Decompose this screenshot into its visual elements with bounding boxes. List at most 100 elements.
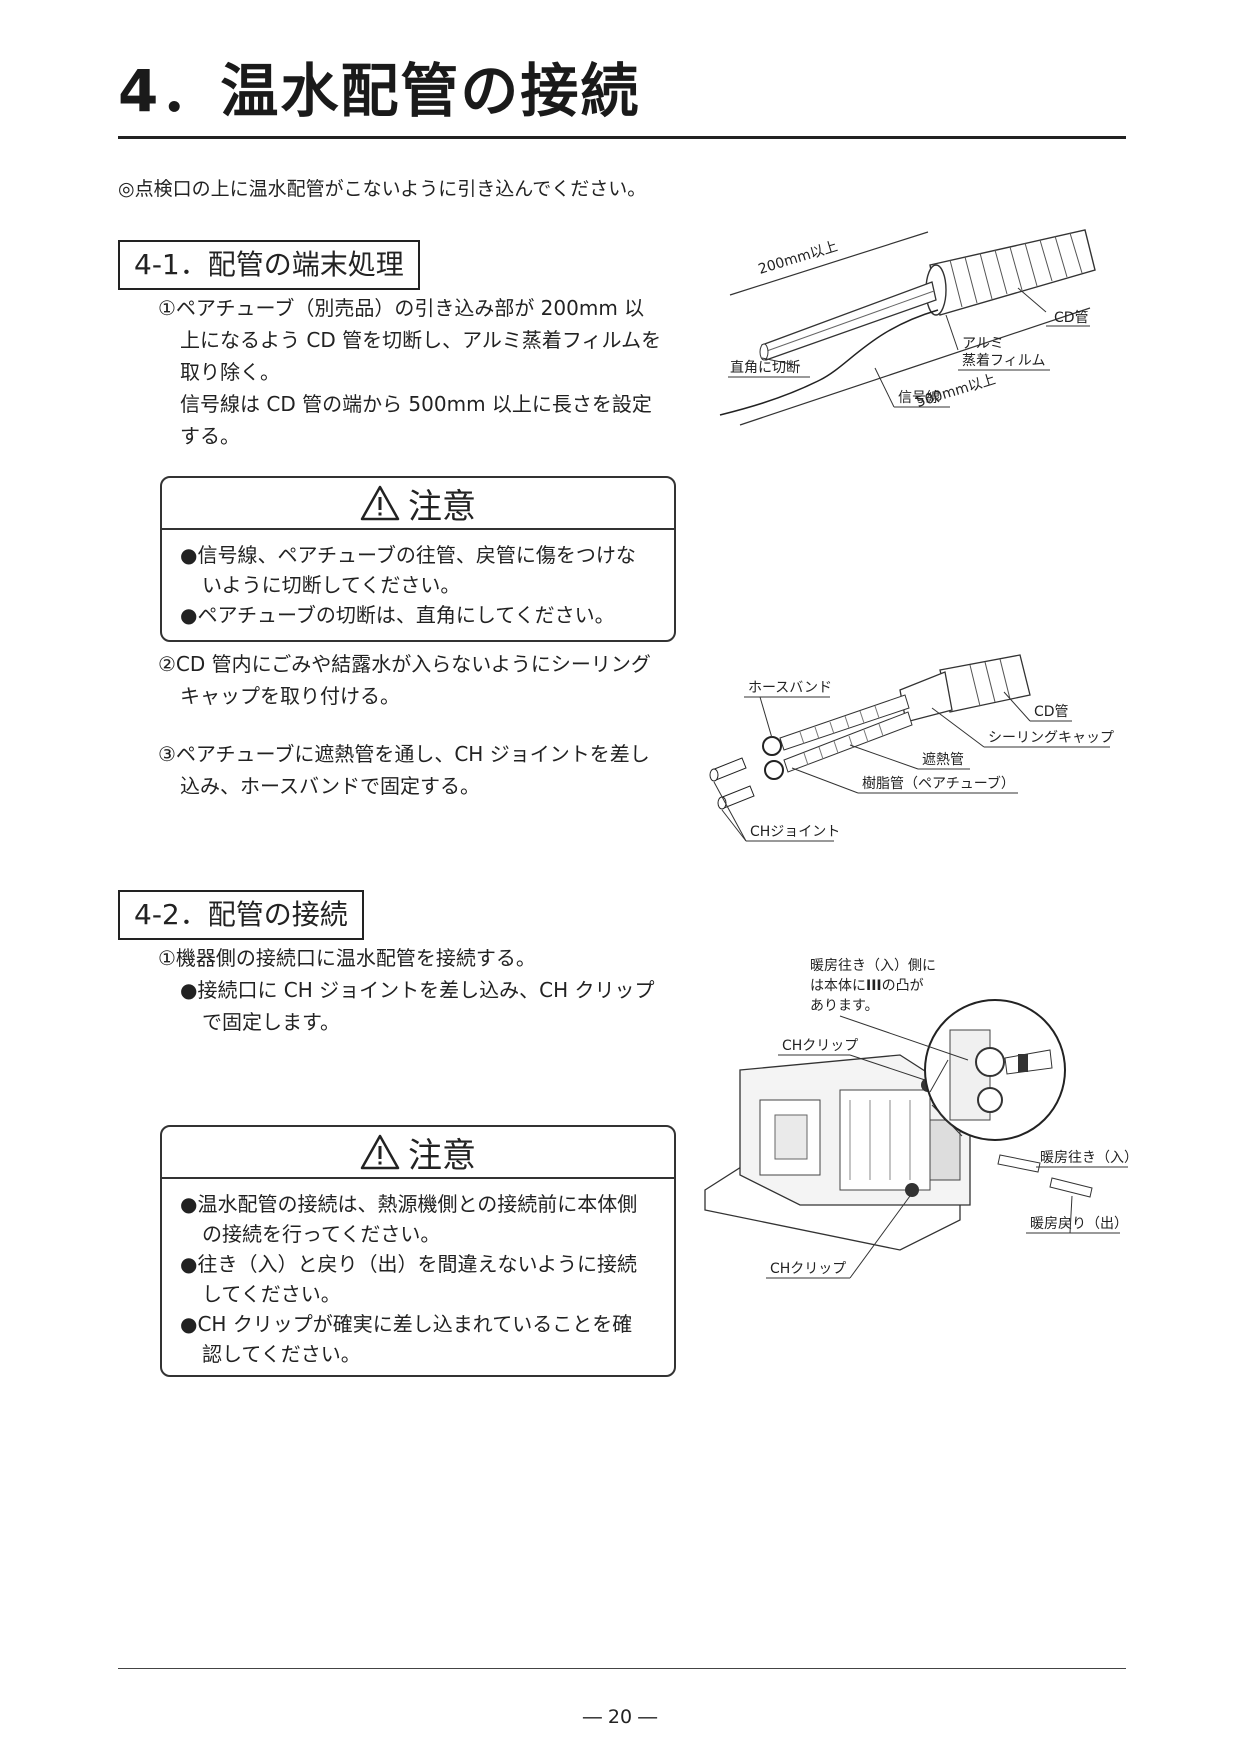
ch-joint-icon bbox=[709, 757, 747, 782]
heating-in-pipe bbox=[997, 1154, 1041, 1173]
step-3-text: ③ペアチューブに遮熱管を通し、CH ジョイントを差し 込み、ホースバンドで固定す… bbox=[158, 738, 688, 802]
ch-clip-icon bbox=[905, 1183, 919, 1197]
step-1-line: する。 bbox=[180, 424, 240, 448]
caution-body: ●信号線、ペアチューブの往管、戻管に傷をつけな いように切断してください。 ●ペ… bbox=[162, 530, 674, 638]
caution-body: ●温水配管の接続は、熱源機側との接続前に本体側 の接続を行ってください。 ●往き… bbox=[162, 1179, 674, 1377]
sealing-cap-label: シーリングキャップ bbox=[988, 730, 1114, 746]
dimension-line-500 bbox=[739, 307, 1091, 426]
heating-out-label: 暖房戻り（出） bbox=[1030, 1216, 1128, 1232]
note-line-2: は本体にIIIの凸が bbox=[810, 978, 924, 994]
caution-item: ●CH クリップが確実に差し込まれていることを確 認してください。 bbox=[180, 1312, 633, 1366]
caution-item: ●温水配管の接続は、熱源機側との接続前に本体側 の接続を行ってください。 bbox=[180, 1192, 638, 1246]
ch-joint-icon bbox=[717, 785, 755, 810]
intro-text: ◎点検口の上に温水配管がこないように引き込んでください。 bbox=[118, 178, 647, 200]
section2-step-text: ①機器側の接続口に温水配管を接続する。 ●接続口に CH ジョイントを差し込み、… bbox=[158, 942, 688, 1038]
alumi-label-1: アルミ bbox=[962, 336, 1004, 352]
heating-in-label: 暖房往き（入） bbox=[1040, 1150, 1130, 1166]
leader-line bbox=[721, 809, 747, 842]
hose-band-icon bbox=[762, 736, 782, 756]
caution-item: ●往き（入）と戻り（出）を間違えないように接続 してください。 bbox=[180, 1252, 638, 1306]
note-line-2a: は本体に bbox=[810, 978, 866, 994]
ch-clip-bottom-label: CHクリップ bbox=[770, 1261, 846, 1277]
note-mark: III bbox=[866, 978, 882, 994]
unit-connection-figure: 暖房往き（入）側に は本体にIIIの凸が あります。 CHクリップ 暖房往き（入… bbox=[704, 958, 1130, 1279]
step-3-line: ③ペアチューブに遮熱管を通し、CH ジョイントを差し bbox=[158, 742, 650, 766]
leader-line bbox=[713, 781, 747, 842]
step-3-line: 込み、ホースバンドで固定する。 bbox=[180, 774, 480, 798]
hose-band-label: ホースバンド bbox=[748, 680, 832, 696]
tube-cut-end bbox=[759, 343, 769, 361]
alumi-label-2: 蒸着フィルム bbox=[962, 353, 1045, 369]
pipe-rib bbox=[969, 664, 981, 707]
insulation-tubes bbox=[779, 694, 913, 773]
hose-band-icon bbox=[764, 760, 784, 780]
cd-pipe bbox=[925, 229, 1096, 316]
section2-step-1: ①機器側の接続口に温水配管を接続する。 bbox=[158, 946, 536, 970]
insulation-label: 遮熱管 bbox=[922, 752, 964, 768]
section-heading-4-1: 4-1．配管の端末処理 bbox=[118, 240, 420, 290]
leader-line bbox=[849, 1195, 911, 1279]
section2-bullet-line: で固定します。 bbox=[202, 1010, 340, 1034]
magnified-detail bbox=[924, 999, 1066, 1141]
note-line-1: 暖房往き（入）側に bbox=[810, 958, 936, 974]
ch-joint-label: CHジョイント bbox=[750, 824, 840, 840]
caution-item: ●信号線、ペアチューブの往管、戻管に傷をつけな いように切断してください。 bbox=[180, 543, 636, 597]
pipe-end-figure: 200mm以上 500mm以上 CD管 アルミ 蒸着フィルム 直角に切断 信号線 bbox=[719, 229, 1096, 426]
cd-pipe-label: CD管 bbox=[1034, 704, 1069, 720]
resin-pipe-label: 樹脂管（ペアチューブ） bbox=[862, 775, 1015, 792]
caution-header: 注意 bbox=[162, 478, 674, 530]
leader-line bbox=[931, 1104, 963, 1137]
caution-box-2: 注意 ●温水配管の接続は、熱源機側との接続前に本体側 の接続を行ってください。 … bbox=[160, 1125, 676, 1377]
step-1-line: ①ペアチューブ（別売品）の引き込み部が 200mm 以 bbox=[158, 296, 645, 320]
signal-label: 信号線 bbox=[898, 390, 940, 406]
leader-line bbox=[931, 707, 985, 748]
section2-bullet-line: ●接続口に CH ジョイントを差し込み、CH クリップ bbox=[180, 978, 655, 1002]
note-line-2b: の凸が bbox=[882, 978, 924, 994]
cd-pipe-label: CD管 bbox=[1054, 310, 1089, 326]
pipe-rib bbox=[984, 661, 996, 703]
leader-line bbox=[849, 1054, 926, 1081]
warning-icon bbox=[360, 1134, 400, 1170]
leader-line bbox=[1017, 287, 1047, 313]
pipe-rib bbox=[999, 658, 1011, 700]
leader-line bbox=[929, 1059, 949, 1093]
title-rule bbox=[118, 136, 1126, 139]
caution-box-1: 注意 ●信号線、ペアチューブの往管、戻管に傷をつけな いように切断してください。… bbox=[160, 476, 676, 642]
dimension-line-200 bbox=[729, 231, 929, 296]
signal-wire bbox=[719, 309, 939, 416]
leader-line bbox=[761, 357, 801, 367]
step-1-line: 取り除く。 bbox=[180, 360, 280, 384]
leader-line bbox=[791, 767, 859, 794]
leader-line bbox=[874, 367, 895, 408]
leader-line bbox=[849, 744, 919, 770]
footer-rule bbox=[118, 1668, 1126, 1669]
leader-line bbox=[759, 696, 773, 739]
leader-line bbox=[839, 1015, 969, 1061]
caution-label: 注意 bbox=[408, 486, 476, 527]
step-1-text: ①ペアチューブ（別売品）の引き込み部が 200mm 以 上になるよう CD 管を… bbox=[158, 292, 678, 452]
ch-clip-top-label: CHクリップ bbox=[782, 1038, 858, 1054]
caution-item: ●ペアチューブの切断は、直角にしてください。 bbox=[180, 603, 615, 627]
step-1-line: 上になるよう CD 管を切断し、アルミ蒸着フィルムを bbox=[180, 328, 662, 352]
leader-line bbox=[945, 314, 959, 351]
cut-label: 直角に切断 bbox=[730, 359, 800, 376]
page-title: 4．温水配管の接続 bbox=[118, 57, 641, 125]
warning-icon bbox=[360, 485, 400, 521]
sealing-cap-figure: ホースバンド CD管 シーリングキャップ 遮熱管 樹脂管（ペアチューブ） CHジ… bbox=[709, 654, 1114, 842]
heating-out-pipe bbox=[1049, 1177, 1093, 1198]
caution-label: 注意 bbox=[408, 1135, 476, 1176]
step-2-line: ②CD 管内にごみや結露水が入らないようにシーリング bbox=[158, 652, 651, 676]
step-2-line: キャップを取り付ける。 bbox=[180, 684, 400, 708]
unit-body bbox=[704, 1054, 971, 1251]
caution-header: 注意 bbox=[162, 1127, 674, 1179]
note-line-3: あります。 bbox=[810, 998, 879, 1014]
step-2-text: ②CD 管内にごみや結露水が入らないようにシーリング キャップを取り付ける。 bbox=[158, 648, 688, 712]
section-heading-4-2: 4-2．配管の接続 bbox=[118, 890, 364, 940]
dim-200-label: 200mm以上 bbox=[756, 239, 839, 278]
page-number: ― 20 ― bbox=[582, 1706, 658, 1728]
sealing-cap bbox=[899, 671, 953, 723]
pair-tube-divider bbox=[763, 290, 935, 353]
leader-line bbox=[1003, 691, 1031, 722]
leader-line bbox=[1069, 1195, 1073, 1234]
step-1-line: 信号線は CD 管の端から 500mm 以上に長さを設定 bbox=[180, 392, 652, 416]
